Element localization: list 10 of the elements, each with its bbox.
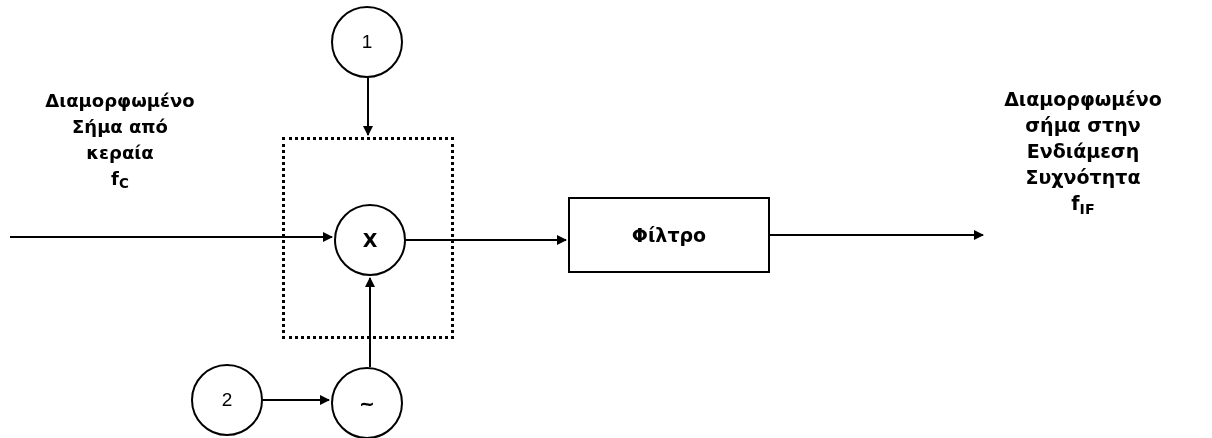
- arrow: [769, 230, 984, 240]
- arrow: [363, 77, 373, 136]
- filter-box: Φίλτρο: [568, 197, 770, 273]
- output-signal-text: Διαμορφωμένο σήμα στην Ενδιάμεση Συχνότητα f$_{IF}$: [985, 86, 1181, 216]
- arrow: [405, 235, 567, 245]
- input-signal-label: f$_{C}$: [110, 167, 130, 192]
- arrow: [262, 395, 330, 405]
- arrow: [365, 277, 375, 368]
- dotted-group-box: [282, 137, 454, 339]
- arrow: [9, 232, 333, 242]
